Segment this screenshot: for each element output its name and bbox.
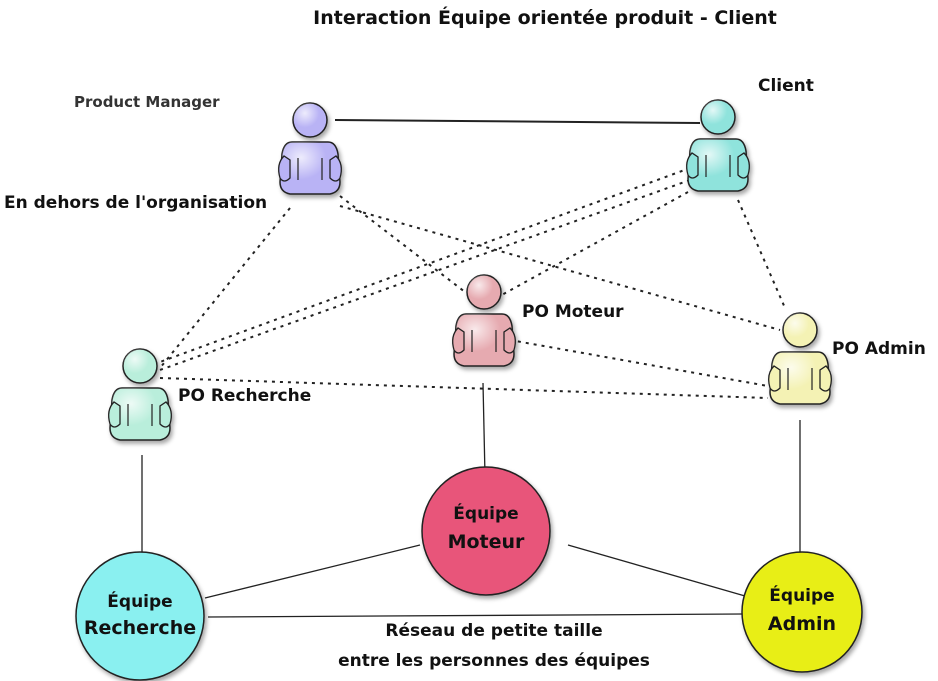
product-manager-person-icon xyxy=(277,102,343,195)
product-manager-figure xyxy=(277,102,343,195)
team-admin-line1: Équipe xyxy=(769,584,834,606)
network-note-line2: entre les personnes des équipes xyxy=(338,651,650,671)
po-admin-person-icon xyxy=(767,312,833,405)
team-moteur-circle xyxy=(421,466,551,596)
team-admin-line2: Admin xyxy=(768,613,836,635)
team-recherche-line1: Équipe xyxy=(107,590,172,612)
pm-po-recherche-link xyxy=(159,207,291,369)
client-po-recherche-link-1 xyxy=(159,167,691,363)
diagram-title: Interaction Équipe orientée produit - Cl… xyxy=(313,6,777,29)
moteur-admin-link xyxy=(567,544,746,597)
po-moteur-team-link xyxy=(482,382,486,477)
po-moteur-label: PO Moteur xyxy=(522,302,624,322)
client-po-admin-link xyxy=(737,199,786,309)
team-recherche: Équipe Recherche xyxy=(75,551,205,681)
po-recherche-label: PO Recherche xyxy=(178,386,311,406)
po-recherche-figure xyxy=(107,348,173,441)
network-note-line1: Réseau de petite taille xyxy=(385,621,602,641)
dotted-connections xyxy=(159,167,786,399)
pm-client-link xyxy=(334,119,701,124)
team-moteur-line2: Moteur xyxy=(448,531,525,553)
team-admin-circle xyxy=(741,551,863,673)
team-moteur-line1: Équipe xyxy=(453,502,518,524)
pm-po-moteur-link xyxy=(339,195,466,293)
recherche-admin-link xyxy=(207,613,743,618)
po-admin-figure xyxy=(767,312,833,405)
solid-connections xyxy=(141,119,801,618)
outside-organisation-note: En dehors de l'organisation xyxy=(4,193,267,213)
po-recherche-po-admin-link xyxy=(159,377,769,399)
client-figure xyxy=(685,99,751,192)
product-manager-label: Product Manager xyxy=(74,93,220,111)
recherche-moteur-link xyxy=(204,544,421,599)
client-label: Client xyxy=(758,76,814,96)
team-moteur: Équipe Moteur xyxy=(421,466,551,596)
team-recherche-circle xyxy=(75,551,205,681)
client-po-recherche-link-2 xyxy=(159,179,691,371)
client-po-moteur-link xyxy=(499,191,689,297)
client-person-icon xyxy=(685,99,751,192)
team-recherche-line2: Recherche xyxy=(84,617,196,639)
po-moteur-po-admin-link xyxy=(509,339,769,387)
team-admin: Équipe Admin xyxy=(741,551,863,673)
po-admin-label: PO Admin xyxy=(832,339,926,359)
po-recherche-person-icon xyxy=(107,348,173,441)
